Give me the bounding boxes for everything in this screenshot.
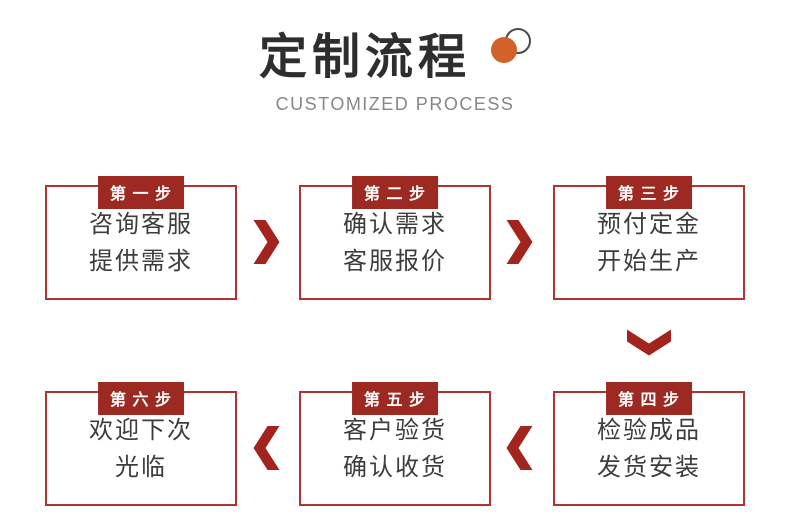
step-6-line-2: 光临	[115, 453, 167, 481]
step-6-line-1: 欢迎下次	[89, 416, 193, 444]
step-4-line-1: 检验成品	[597, 416, 701, 444]
header: 定制流程 CUSTOMIZED PROCESS	[0, 28, 790, 115]
step-1-line-2: 提供需求	[89, 247, 193, 275]
page-subtitle: CUSTOMIZED PROCESS	[275, 94, 515, 115]
step-badge-4: 第 四 步	[606, 382, 692, 415]
step-box-3: 第 三 步 预付定金 开始生产	[553, 176, 745, 300]
step-2-line-1: 确认需求	[343, 210, 447, 238]
step-4-line-2: 发货安装	[597, 453, 701, 481]
overlapping-circles-icon	[491, 28, 531, 68]
step-box-1: 第 一 步 咨询客服 提供需求	[45, 176, 237, 300]
chevron-right-icon	[503, 220, 536, 264]
chevron-right-icon	[250, 220, 283, 264]
step-box-6: 第 六 步 欢迎下次 光临	[45, 382, 237, 506]
step-3-line-2: 开始生产	[597, 247, 701, 275]
page-title: 定制流程	[258, 31, 471, 84]
step-1-line-1: 咨询客服	[89, 210, 193, 238]
step-badge-1: 第 一 步	[98, 176, 184, 209]
title-row: 定制流程	[0, 28, 790, 85]
step-box-2: 第 二 步 确认需求 客服报价	[299, 176, 491, 300]
step-badge-3: 第 三 步	[606, 176, 692, 209]
step-badge-6: 第 六 步	[98, 382, 184, 415]
step-3-line-1: 预付定金	[597, 210, 701, 238]
chevron-left-icon	[503, 426, 536, 470]
step-box-4: 第 四 步 检验成品 发货安装	[553, 382, 745, 506]
chevron-down-icon	[627, 326, 671, 359]
step-5-line-1: 客户验货	[343, 416, 447, 444]
step-badge-5: 第 五 步	[352, 382, 438, 415]
step-badge-2: 第 二 步	[352, 176, 438, 209]
orange-dot-icon	[491, 37, 517, 63]
chevron-left-icon	[250, 426, 283, 470]
step-5-line-2: 确认收货	[343, 453, 447, 481]
step-2-line-2: 客服报价	[343, 247, 447, 275]
step-box-5: 第 五 步 客户验货 确认收货	[299, 382, 491, 506]
